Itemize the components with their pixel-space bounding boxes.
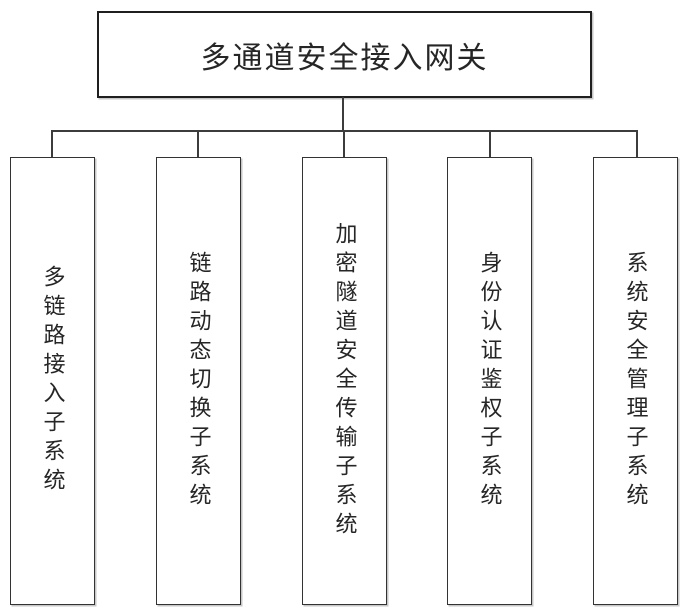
node-link-dynamic-switching-label: 链路动态切换子系统 (186, 250, 212, 512)
node-identity-authentication: 身份认证鉴权子系统 (447, 157, 532, 605)
node-multichannel-gateway: 多通道安全接入网关 (97, 11, 592, 98)
node-system-security-management: 系统安全管理子系统 (593, 157, 678, 605)
connector-trunk (342, 97, 344, 131)
connector-bus (51, 130, 638, 132)
connector-stub-multilink-access (51, 131, 53, 158)
node-multichannel-gateway-label: 多通道安全接入网关 (200, 41, 489, 75)
connector-stub-identity-authentication (489, 131, 491, 158)
node-multilink-access-label: 多链路接入子系统 (40, 265, 66, 497)
node-multilink-access: 多链路接入子系统 (10, 157, 95, 605)
node-identity-authentication-label: 身份认证鉴权子系统 (477, 250, 503, 512)
connector-stub-encrypted-tunnel-transmission (343, 131, 345, 158)
connector-stub-system-security-management (636, 131, 638, 158)
node-link-dynamic-switching: 链路动态切换子系统 (156, 157, 241, 605)
node-encrypted-tunnel-transmission-label: 加密隧道安全传输子系统 (332, 221, 358, 541)
node-system-security-management-label: 系统安全管理子系统 (623, 250, 649, 512)
connector-stub-link-dynamic-switching (197, 131, 199, 158)
node-encrypted-tunnel-transmission: 加密隧道安全传输子系统 (302, 157, 387, 605)
